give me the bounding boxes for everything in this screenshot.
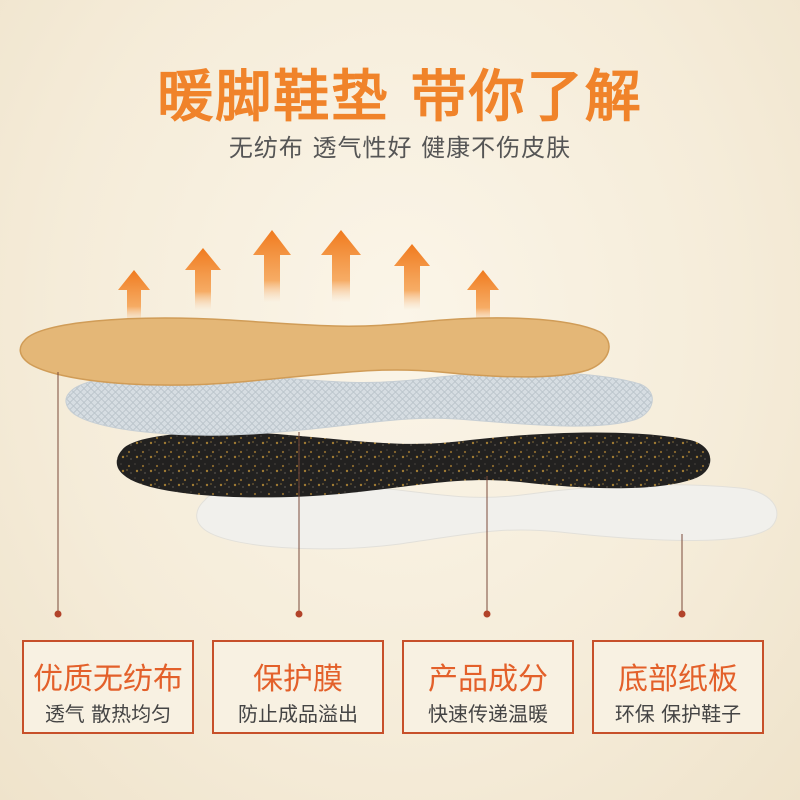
card-film: 保护膜 防止成品溢出 <box>212 640 384 734</box>
insole-layer-fabric <box>19 317 610 386</box>
heat-arrows <box>118 230 499 324</box>
arrow-up-icon <box>394 244 430 310</box>
arrow-up-icon <box>321 230 361 302</box>
card-title: 保护膜 <box>253 662 343 697</box>
arrow-up-icon <box>185 248 221 310</box>
page-subtitle: 无纺布 透气性好 健康不伤皮肤 <box>228 134 572 162</box>
card-title: 产品成分 <box>428 662 548 697</box>
arrow-up-icon <box>253 230 291 302</box>
card-description: 防止成品溢出 <box>238 702 358 726</box>
insole-layer-ingredient <box>116 432 711 498</box>
card-fabric: 优质无纺布 透气 散热均匀 <box>22 640 194 734</box>
page-title: 暖脚鞋垫 带你了解 <box>157 65 643 130</box>
card-ingredient: 产品成分 快速传递温暖 <box>402 640 574 734</box>
card-title: 优质无纺布 <box>33 662 183 697</box>
card-cardboard: 底部纸板 环保 保护鞋子 <box>592 640 764 734</box>
leader-dot <box>483 610 491 618</box>
card-description: 快速传递温暖 <box>428 702 548 726</box>
arrow-up-icon <box>467 270 499 324</box>
leader-dots <box>54 610 686 618</box>
leader-dot <box>678 610 686 618</box>
card-description: 环保 保护鞋子 <box>614 702 742 726</box>
leader-lines <box>57 372 683 612</box>
leader-dot <box>54 610 62 618</box>
card-title: 底部纸板 <box>618 662 738 697</box>
leader-dot <box>295 610 303 618</box>
card-description: 透气 散热均匀 <box>44 702 172 726</box>
arrow-up-icon <box>118 270 150 322</box>
